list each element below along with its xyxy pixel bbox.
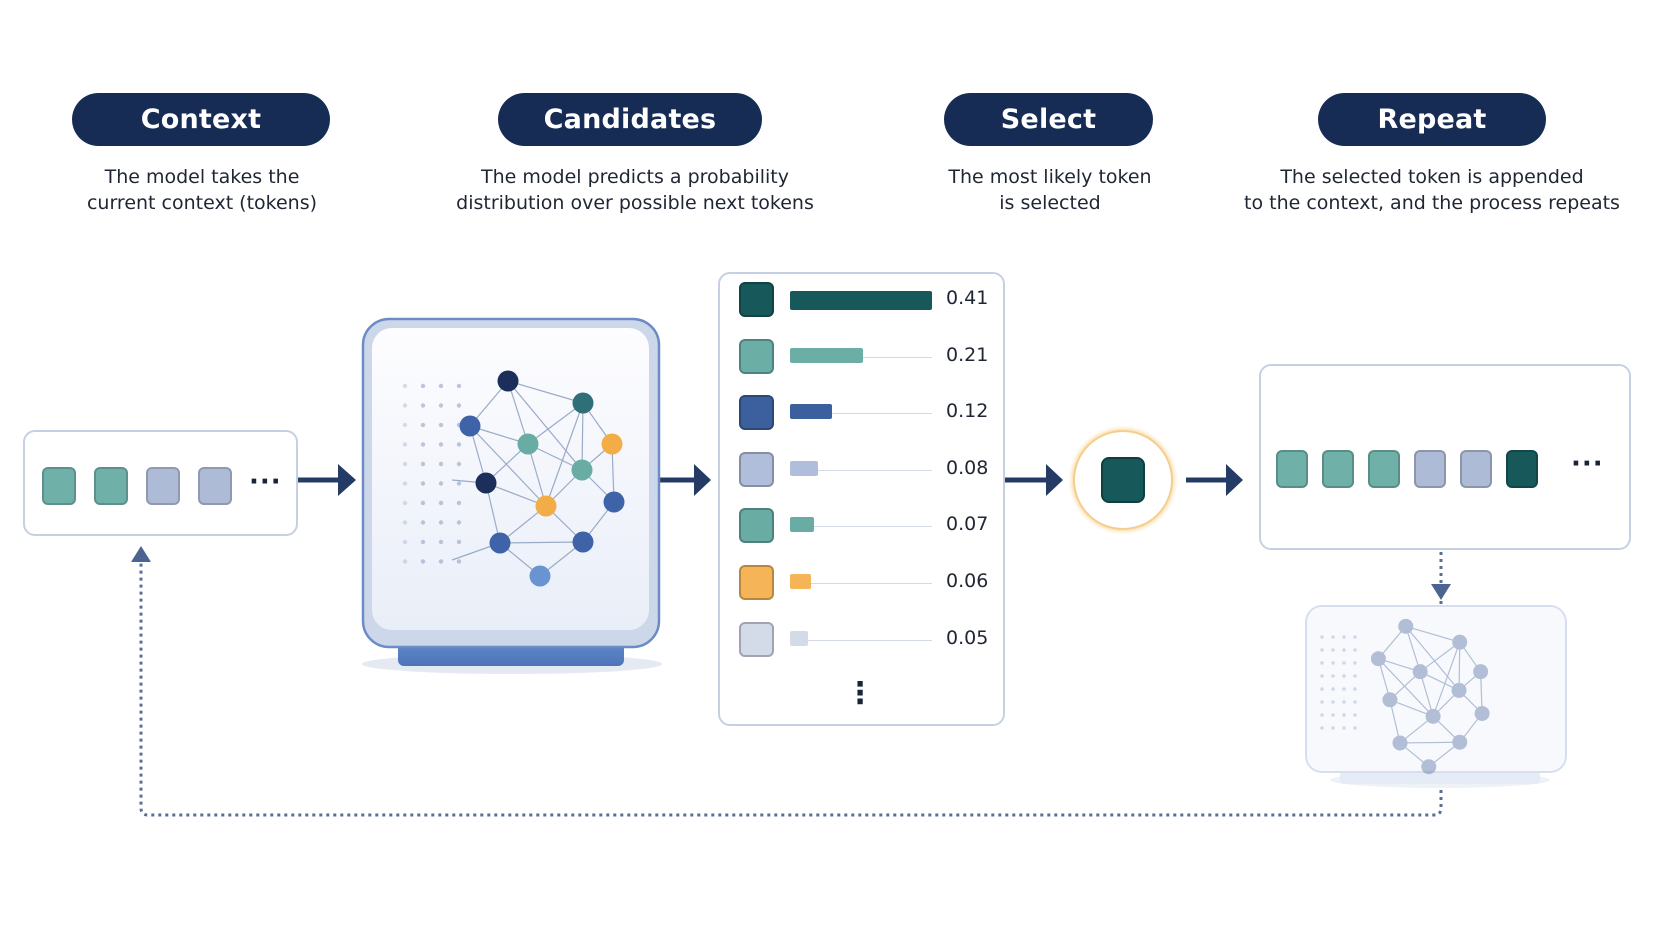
step-pill-candidates: Candidates [498,93,762,146]
candidate-bar-track [790,639,932,641]
candidate-bar-track [790,526,932,528]
candidate-token [739,395,774,431]
step-pill-repeat: Repeat [1318,93,1546,146]
repeat-token [1322,450,1354,488]
candidate-token [739,508,774,544]
loop-arrowhead-up [131,546,151,562]
context-card: ··· [23,430,298,536]
candidate-token [739,451,774,487]
candidate-bar [790,347,863,363]
candidate-token [739,621,774,657]
candidate-probability: 0.41 [946,287,989,309]
repeat-token [1506,450,1538,488]
candidate-probability: 0.06 [946,570,989,592]
candidate-probability: 0.08 [946,456,989,479]
repeat-more-indicator: ··· [1571,449,1604,479]
step-desc-context: The model takes the current context (tok… [0,164,412,216]
loop-arrowhead-down [1431,584,1451,600]
desc-line: The selected token is appended [1280,166,1584,188]
repeat-token [1460,450,1492,488]
desc-line: current context (tokens) [86,192,318,214]
candidate-probability: 0.07 [946,513,989,536]
step-desc-repeat: The selected token is appended to the co… [1222,164,1642,216]
candidates-more-indicator: ⋮ [845,676,876,711]
context-token [42,467,76,505]
desc-line: to the context, and the process repeats [1244,192,1620,214]
loop-arrow-icon [139,552,1443,817]
candidate-bar-track [790,469,932,471]
desc-line: The most likely token [948,166,1152,188]
selected-token [1101,457,1145,503]
candidate-bar [790,630,808,646]
candidate-probability: 0.05 [946,626,989,649]
faded-model-box [1305,605,1567,773]
step-pill-select: Select [944,93,1153,146]
repeat-token [1368,450,1400,488]
repeat-token [1414,450,1446,488]
context-token [94,467,128,505]
candidate-bar [790,291,932,310]
candidate-token [739,282,774,317]
neural-network-icon [402,370,625,587]
context-token [198,467,232,505]
desc-line: is selected [999,192,1101,214]
candidate-probability: 0.12 [946,400,989,423]
candidate-probability: 0.21 [946,343,989,366]
candidate-bar [790,404,832,420]
desc-line: distribution over possible next tokens [456,192,814,214]
candidate-bar [790,460,818,476]
candidate-bar [790,517,815,533]
candidate-bar [790,574,811,589]
candidate-bar-track [790,413,932,415]
context-more-indicator: ··· [249,467,282,497]
desc-line: The model takes the [104,166,300,188]
candidate-token [739,565,774,600]
desc-line: The model predicts a probability [481,166,789,188]
context-token [146,467,180,505]
repeat-token [1276,450,1308,488]
step-pill-context: Context [72,93,330,146]
step-desc-select: The most likely token is selected [840,164,1260,216]
step-desc-candidates: The model predicts a probability distrib… [425,164,845,216]
arrow-right-icon [298,464,1243,496]
candidate-bar-track [790,583,932,584]
faded-neural-network-icon [1320,618,1490,775]
repeat-card: ··· [1259,364,1631,550]
candidate-token [739,338,774,374]
